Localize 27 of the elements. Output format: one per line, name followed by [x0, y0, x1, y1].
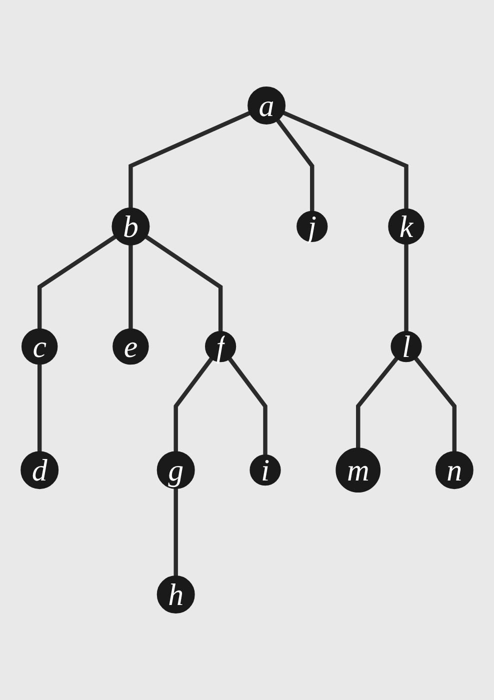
node-circle: g: [156, 451, 195, 490]
connector: [228, 357, 268, 456]
node-circle: d: [20, 451, 59, 490]
connector: [282, 110, 408, 210]
connector: [128, 244, 133, 330]
node-circle: n: [435, 451, 474, 490]
node-circle: a: [248, 86, 286, 124]
connector: [37, 364, 42, 452]
connector: [144, 234, 223, 332]
node-circle: i: [250, 454, 281, 486]
node-circle: h: [156, 576, 195, 614]
node-circle: k: [388, 208, 424, 245]
connector: [174, 488, 178, 576]
node-circle: m: [336, 448, 381, 493]
connector: [356, 356, 399, 448]
connector: [174, 357, 214, 452]
node-circle: b: [112, 207, 150, 246]
connector: [276, 118, 314, 212]
connector: [37, 234, 117, 330]
connector: [128, 110, 251, 208]
node-circle: j: [296, 210, 328, 242]
node-circle: c: [21, 328, 58, 365]
node-circle: l: [390, 331, 422, 362]
connector: [404, 244, 408, 332]
connector: [414, 356, 457, 452]
node-circle: e: [112, 328, 149, 365]
node-circle: f: [205, 331, 236, 362]
